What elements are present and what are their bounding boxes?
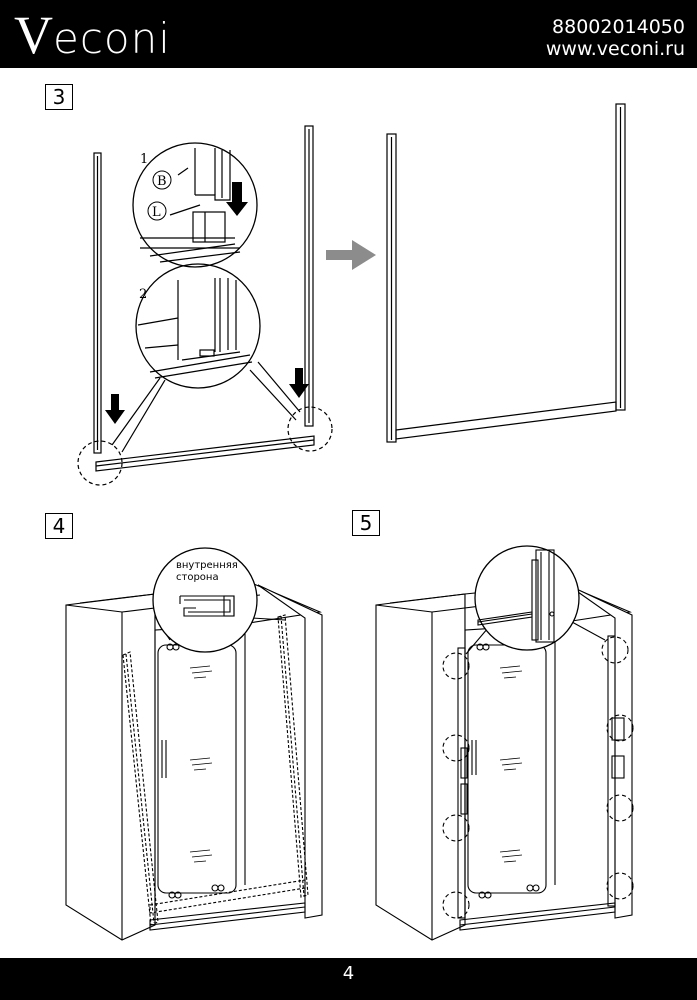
callout-2-circle xyxy=(135,263,261,389)
bottom-profile xyxy=(95,435,315,472)
footer-bar xyxy=(0,958,697,1000)
step-3-label: 3 xyxy=(45,84,73,110)
profile-callout-circle xyxy=(474,545,580,651)
right-wall-profile xyxy=(304,125,314,427)
callout-1-circle xyxy=(132,142,258,268)
joint-circle-right xyxy=(287,406,333,452)
callout-2-detail xyxy=(137,278,253,379)
header-bar: Veconi 88002014050 www.veconi.ru xyxy=(0,0,697,68)
inner-side-caption-line2: сторона xyxy=(176,572,219,583)
down-arrow-icon xyxy=(105,394,125,424)
callout-1-number: 1 xyxy=(140,152,148,167)
left-wall xyxy=(65,593,156,941)
right-wall xyxy=(567,584,633,919)
joint-circle-left xyxy=(77,440,123,486)
logo-text: econi xyxy=(53,14,171,63)
screw-point-circles xyxy=(442,636,634,919)
inner-side-callout-circle xyxy=(152,547,258,653)
inner-side-profile-detail xyxy=(179,595,235,617)
left-wall-profile xyxy=(93,152,102,454)
installed-left-profile xyxy=(457,647,466,919)
down-arrow-icon xyxy=(289,368,309,398)
label-l-circle xyxy=(147,201,167,221)
step-4-label: 4 xyxy=(45,513,73,539)
installed-right-profile xyxy=(607,635,616,907)
tilted-right-profile xyxy=(277,614,309,898)
label-b-circle xyxy=(152,170,172,190)
profile-callout-detail xyxy=(477,549,555,643)
contact-info: 88002014050 www.veconi.ru xyxy=(546,16,685,60)
next-step-arrow-icon xyxy=(326,240,376,270)
left-wall xyxy=(375,593,466,941)
label-l: L xyxy=(152,205,161,220)
phone-number: 88002014050 xyxy=(552,16,685,38)
website-url: www.veconi.ru xyxy=(545,38,685,60)
logo-initial: V xyxy=(14,5,53,65)
callout-1-detail xyxy=(140,148,241,263)
tilted-left-profile xyxy=(122,651,159,926)
callout-2-number: 2 xyxy=(139,287,147,302)
assembled-frame xyxy=(386,103,626,443)
right-wall xyxy=(257,584,323,919)
veconi-logo: Veconi xyxy=(14,8,171,66)
page-number: 4 xyxy=(342,963,355,984)
label-b: B xyxy=(157,174,167,189)
step-5-label: 5 xyxy=(352,510,380,536)
down-arrow-icon xyxy=(226,182,248,216)
inner-side-caption-line1: внутренняя xyxy=(176,560,238,571)
